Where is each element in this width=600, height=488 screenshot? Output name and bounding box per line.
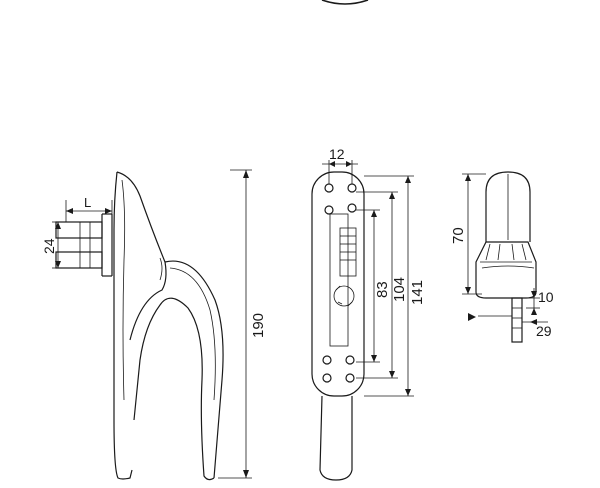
lever-arm xyxy=(319,395,353,481)
dimension-12: 12 xyxy=(322,146,358,184)
dimension-29: 29 xyxy=(468,313,552,339)
label-29: 29 xyxy=(536,323,552,339)
label-141: 141 xyxy=(409,280,426,305)
cap-base xyxy=(475,241,537,299)
screw-hole xyxy=(324,183,334,193)
label-24: 24 xyxy=(41,238,57,254)
label-70: 70 xyxy=(450,227,467,244)
label-104: 104 xyxy=(391,277,408,302)
dimension-24: 24 xyxy=(41,221,62,269)
screw-hole xyxy=(322,355,332,365)
dimension-70: 70 xyxy=(450,173,486,295)
label-190: 190 xyxy=(250,313,267,338)
screw-hole xyxy=(345,373,355,383)
dimension-83: 83 xyxy=(356,209,391,363)
spindle-lower xyxy=(55,251,103,269)
dimension-104: 104 xyxy=(356,191,408,379)
top-partial-arc xyxy=(321,0,369,5)
dimension-141: 141 xyxy=(364,175,426,397)
screw-hole xyxy=(347,183,357,193)
screw-hole xyxy=(347,203,357,213)
front-view-plate xyxy=(311,171,365,481)
label-10: 10 xyxy=(538,289,554,305)
cap-dome xyxy=(485,171,531,242)
base-plate xyxy=(311,171,365,397)
screw-hole xyxy=(322,373,332,383)
dimension-L: L xyxy=(65,195,113,222)
label-12: 12 xyxy=(329,146,345,162)
dimension-10: 10 xyxy=(522,288,554,315)
spindle-upper xyxy=(55,221,103,239)
cap-view xyxy=(475,171,537,343)
screw-hole xyxy=(324,205,334,215)
label-83: 83 xyxy=(374,281,391,298)
spindle xyxy=(511,297,523,343)
plate-slot xyxy=(329,213,349,347)
side-view-handle xyxy=(55,171,224,481)
dimension-190: 190 xyxy=(218,169,267,479)
label-L: L xyxy=(84,195,91,210)
screw-hole xyxy=(345,355,355,365)
